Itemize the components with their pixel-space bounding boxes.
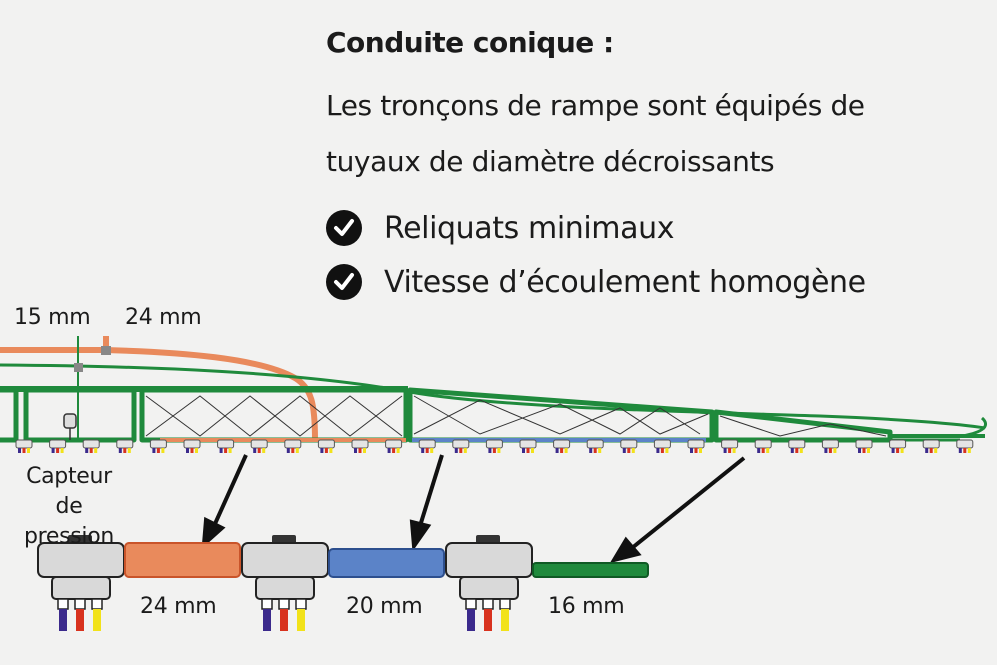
nozzle <box>519 439 537 453</box>
arrow-section-2 <box>418 454 444 527</box>
connector <box>101 346 111 355</box>
arrow-section-1 <box>212 454 248 527</box>
nozzle <box>116 439 134 453</box>
detail-nozzle-2 <box>241 535 329 631</box>
nozzle <box>821 439 839 453</box>
nozzle <box>15 439 33 453</box>
arrows <box>201 454 746 564</box>
nozzle <box>553 439 571 453</box>
nozzle <box>687 439 705 453</box>
orange-feed-pipe <box>0 347 318 441</box>
nozzle <box>385 439 403 453</box>
green-feed-pipe <box>0 363 986 430</box>
nozzle <box>586 439 604 453</box>
nozzle <box>485 439 503 453</box>
nozzle <box>889 439 907 453</box>
nozzle <box>217 439 235 453</box>
nozzle <box>284 439 302 453</box>
nozzle-row <box>15 439 974 453</box>
frame-top-rail <box>0 386 408 392</box>
check-icon <box>326 210 362 246</box>
benefit-item-1: Reliquats minimaux <box>326 208 674 248</box>
benefit-label: Vitesse d’écoulement homogène <box>384 264 866 300</box>
nozzle <box>49 439 67 453</box>
nozzle <box>653 439 671 453</box>
nozzle <box>452 439 470 453</box>
nozzle <box>183 439 201 453</box>
nozzle <box>149 439 167 453</box>
pipe-label-24mm: 24 mm <box>125 305 202 330</box>
arrowhead <box>409 519 432 552</box>
pressure-sensor <box>63 413 77 440</box>
check-icon <box>326 264 362 300</box>
section-label-1: 24 mm <box>140 594 217 619</box>
detail-nozzle-3 <box>445 535 533 631</box>
pipe-section-2 <box>328 548 445 578</box>
nozzle <box>922 439 940 453</box>
nozzle <box>855 439 873 453</box>
nozzle <box>418 439 436 453</box>
title: Conduite conique : <box>326 26 614 59</box>
section-label-2: 20 mm <box>346 594 423 619</box>
description: Les tronçons de rampe sont équipés de tu… <box>326 89 865 178</box>
nozzle <box>788 439 806 453</box>
nozzle <box>754 439 772 453</box>
benefit-item-2: Vitesse d’écoulement homogène <box>326 262 866 302</box>
sensor-label: Capteur de pression <box>23 464 115 549</box>
nozzle <box>620 439 638 453</box>
nozzle <box>82 439 100 453</box>
arrowhead <box>201 516 226 549</box>
nozzle <box>721 439 739 453</box>
nozzle <box>250 439 268 453</box>
benefit-label: Reliquats minimaux <box>384 210 675 246</box>
pipe-section-3 <box>532 562 649 578</box>
connector <box>74 363 83 372</box>
arrow-section-3 <box>630 456 746 550</box>
nozzle <box>317 439 335 453</box>
section-label-3: 16 mm <box>548 594 625 619</box>
pipe-label-15mm: 15 mm <box>14 305 91 330</box>
arrowhead <box>609 536 642 564</box>
nozzle <box>351 439 369 453</box>
boom-bracing <box>145 395 887 437</box>
pipe-section-1 <box>124 542 241 578</box>
nozzle <box>956 439 974 453</box>
